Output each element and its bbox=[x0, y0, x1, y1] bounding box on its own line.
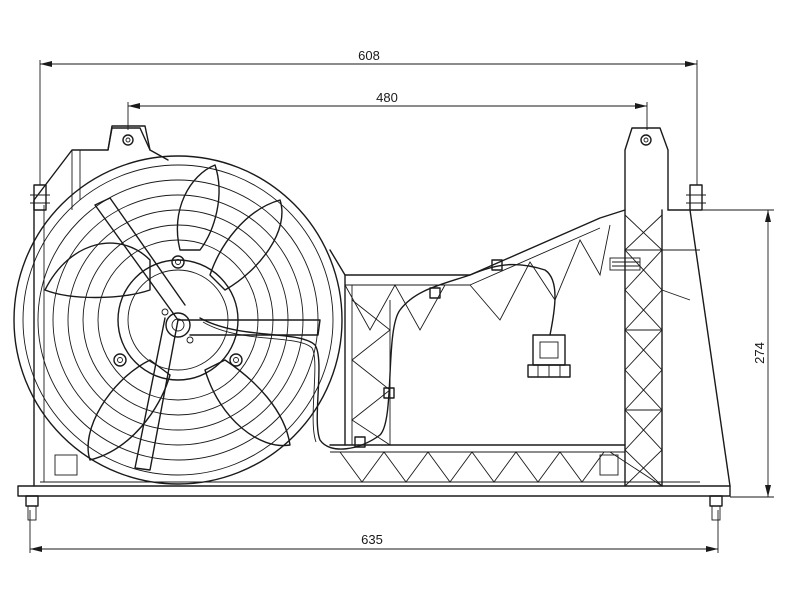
top-left-mount bbox=[107, 125, 151, 151]
fan-blades bbox=[44, 164, 291, 461]
fan-guard bbox=[13, 155, 343, 485]
bottom-left-foot bbox=[25, 495, 39, 521]
dimension-608-label: 608 bbox=[358, 48, 380, 63]
dimension-608: 608 bbox=[39, 48, 698, 185]
electrical-connector bbox=[527, 334, 571, 378]
dimension-635-label: 635 bbox=[361, 532, 383, 547]
dimension-274-label: 274 bbox=[752, 342, 767, 364]
dimension-480-label: 480 bbox=[376, 90, 398, 105]
dimension-635: 635 bbox=[29, 510, 719, 553]
wire-harness bbox=[199, 259, 556, 450]
top-right-mount bbox=[640, 134, 652, 146]
left-side-mount bbox=[30, 184, 50, 211]
bottom-right-foot bbox=[709, 495, 723, 521]
fan-motor-hub bbox=[113, 255, 243, 381]
dimension-274: 274 bbox=[700, 209, 774, 498]
dimension-480: 480 bbox=[127, 90, 648, 130]
shroud-frame bbox=[17, 127, 731, 497]
right-side-mount bbox=[686, 184, 706, 211]
